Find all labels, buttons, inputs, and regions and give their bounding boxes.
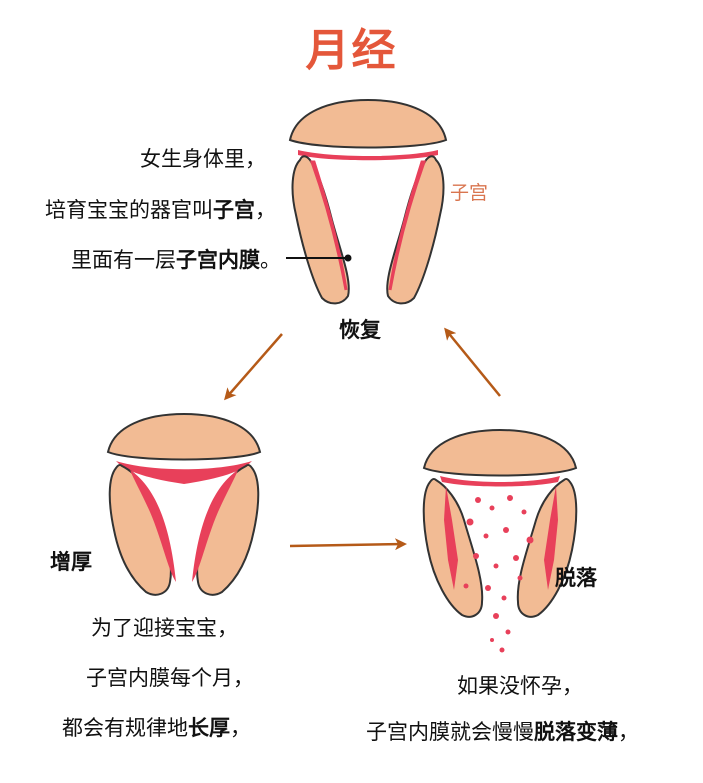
pointer-dot [344,254,352,262]
right-line-1: 如果没怀孕， [457,674,583,698]
left-line-2: 子宫内膜每个月， [86,666,254,690]
uterus-thickening-icon [106,412,262,596]
uterus-recovery-icon [288,98,448,305]
uterus-shedding-icon [422,428,578,653]
stage-label-recovery: 恢复 [339,318,381,342]
top-line-2: 培育宝宝的器官叫子宫， [45,198,276,222]
left-line-3: 都会有规律地长厚， [62,716,251,740]
top-line-1: 女生身体里， [140,147,266,171]
stage-label-thickening: 增厚 [50,550,92,574]
arrow-up-left-icon [444,327,501,397]
left-line-1: 为了迎接宝宝， [91,616,238,640]
arrow-right-icon [289,538,407,551]
stage-label-shedding: 脱落 [555,566,597,590]
top-line-3: 里面有一层子宫内膜。 [71,248,281,272]
right-line-2: 子宫内膜就会慢慢脱落变薄， [366,720,639,744]
page-title: 月经 [305,25,398,76]
uterus-label: 子宫 [450,182,489,204]
arrow-down-left-icon [224,333,283,401]
